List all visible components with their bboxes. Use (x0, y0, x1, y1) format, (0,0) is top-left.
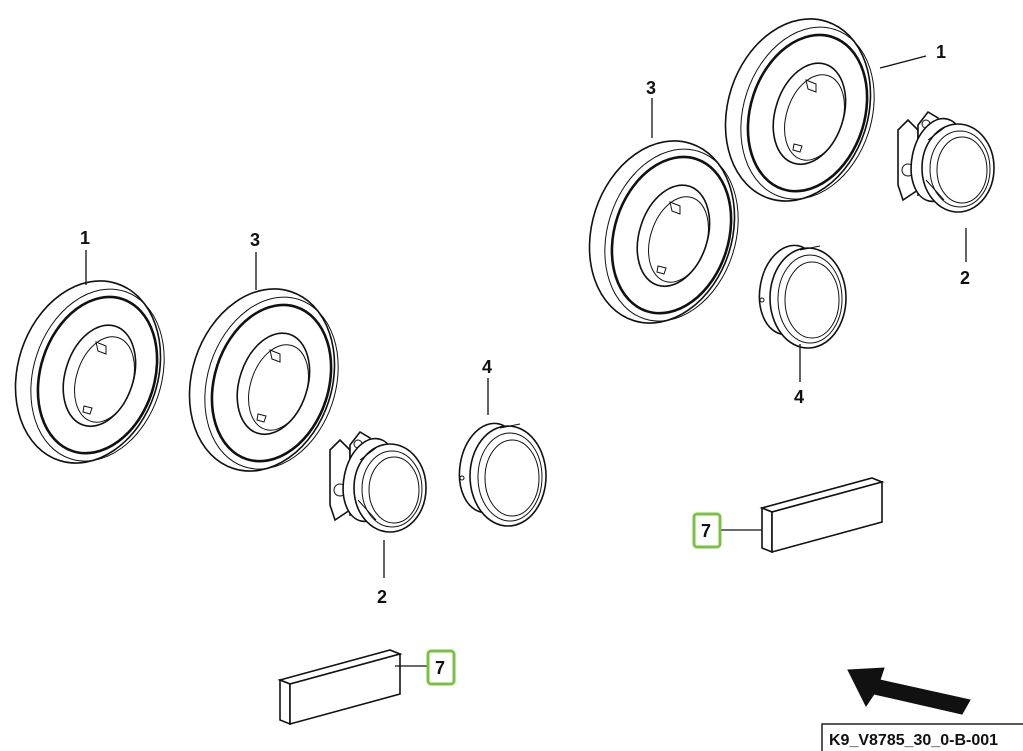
callout-3-left: 3 (250, 230, 260, 250)
callout-2-left: 2 (377, 587, 387, 607)
speaker-part-2-right (897, 111, 995, 213)
right-group: 1 3 2 4 7 (565, 0, 995, 553)
speaker-part-2-left (329, 431, 427, 533)
callout-4-left: 4 (482, 357, 492, 377)
cover-part-4-right (751, 239, 847, 349)
drawing-code-box (821, 723, 1023, 751)
direction-arrow-icon (847, 667, 971, 715)
callout-1-left: 1 (80, 228, 90, 248)
ring-part-1-right (701, 0, 897, 222)
cover-part-4-left (451, 417, 547, 527)
callout-7-left-highlight (426, 649, 456, 686)
callout-7-right: 7 (701, 521, 711, 541)
callout-7-left: 7 (435, 658, 445, 678)
strip-part-7-right (761, 477, 883, 553)
callout-7-right-highlight (692, 512, 722, 549)
callout-1-right: 1 (936, 42, 946, 62)
callout-3-right: 3 (646, 78, 656, 98)
callout-4-right: 4 (794, 387, 804, 407)
ring-part-1-left (0, 260, 187, 484)
callout-2-right: 2 (960, 268, 970, 288)
left-group: 1 3 4 2 7 (0, 228, 547, 725)
drawing-code: K9_V8785_30_0-B-001 (829, 732, 998, 749)
strip-part-7-left (279, 649, 401, 725)
